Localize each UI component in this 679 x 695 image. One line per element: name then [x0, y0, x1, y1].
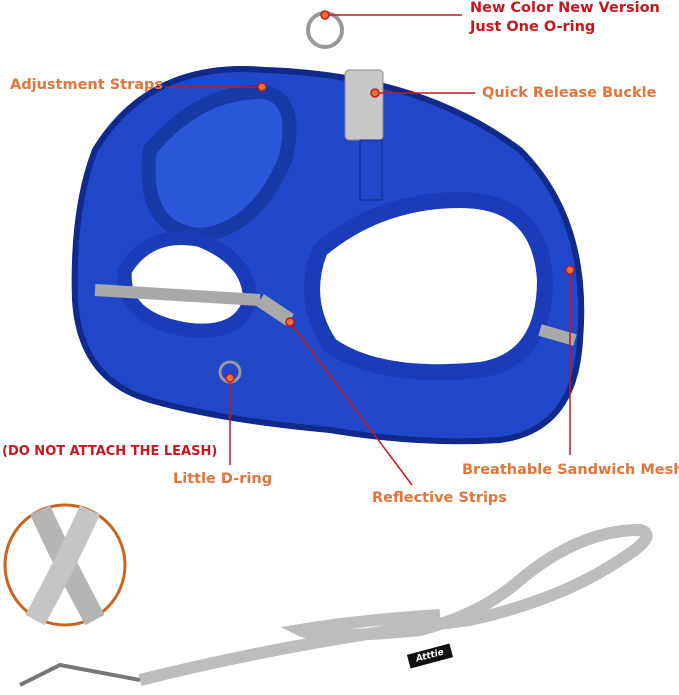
callout-adjustment-straps: Adjustment Straps [10, 77, 164, 93]
callout-little-d-ring: Little D-ring [173, 471, 273, 487]
callout-breathable-mesh: Breathable Sandwich Mesh [462, 462, 679, 478]
reflective-detail-inset [3, 503, 127, 627]
callout-one-o-ring: Just One O-ring [470, 19, 596, 35]
callout-do-not-attach: (DO NOT ATTACH THE LEASH) [2, 444, 218, 459]
callout-quick-release-buckle: Quick Release Buckle [482, 85, 657, 101]
harness-image [71, 11, 585, 445]
callout-reflective-strips: Reflective Strips [372, 490, 507, 506]
leash-image [19, 523, 653, 687]
callout-lines [165, 10, 575, 486]
callout-new-version: New Color New Version [470, 0, 660, 16]
